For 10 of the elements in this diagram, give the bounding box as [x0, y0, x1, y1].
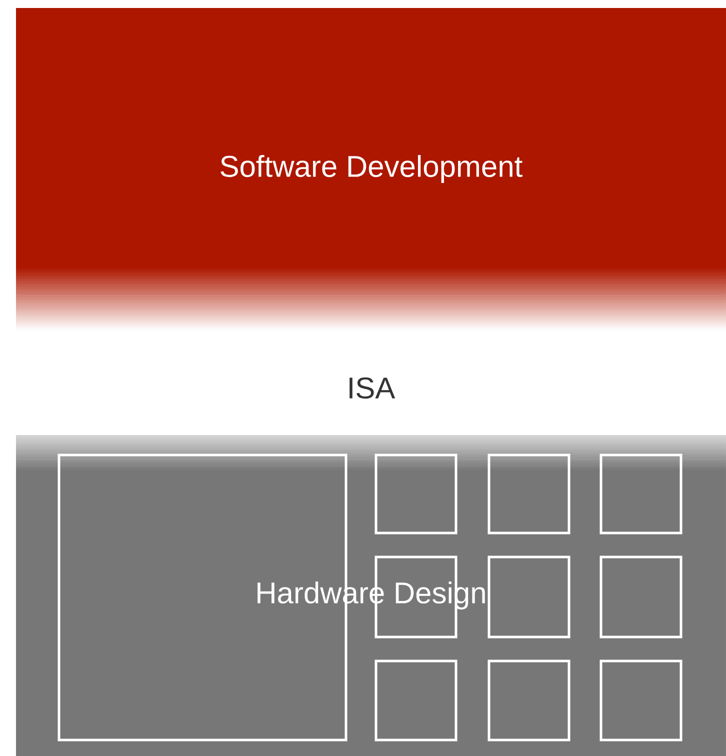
- square-outline: [600, 454, 682, 534]
- square-outline: [488, 454, 570, 534]
- square-outline: [488, 660, 570, 742]
- square-outline: [600, 660, 682, 742]
- square-outline: [374, 660, 458, 742]
- label-text: ISA: [350, 377, 396, 399]
- square-outline: [374, 454, 458, 534]
- band: Software Development: [16, 8, 726, 330]
- square-outline: [488, 556, 570, 638]
- square-outline: [600, 556, 682, 638]
